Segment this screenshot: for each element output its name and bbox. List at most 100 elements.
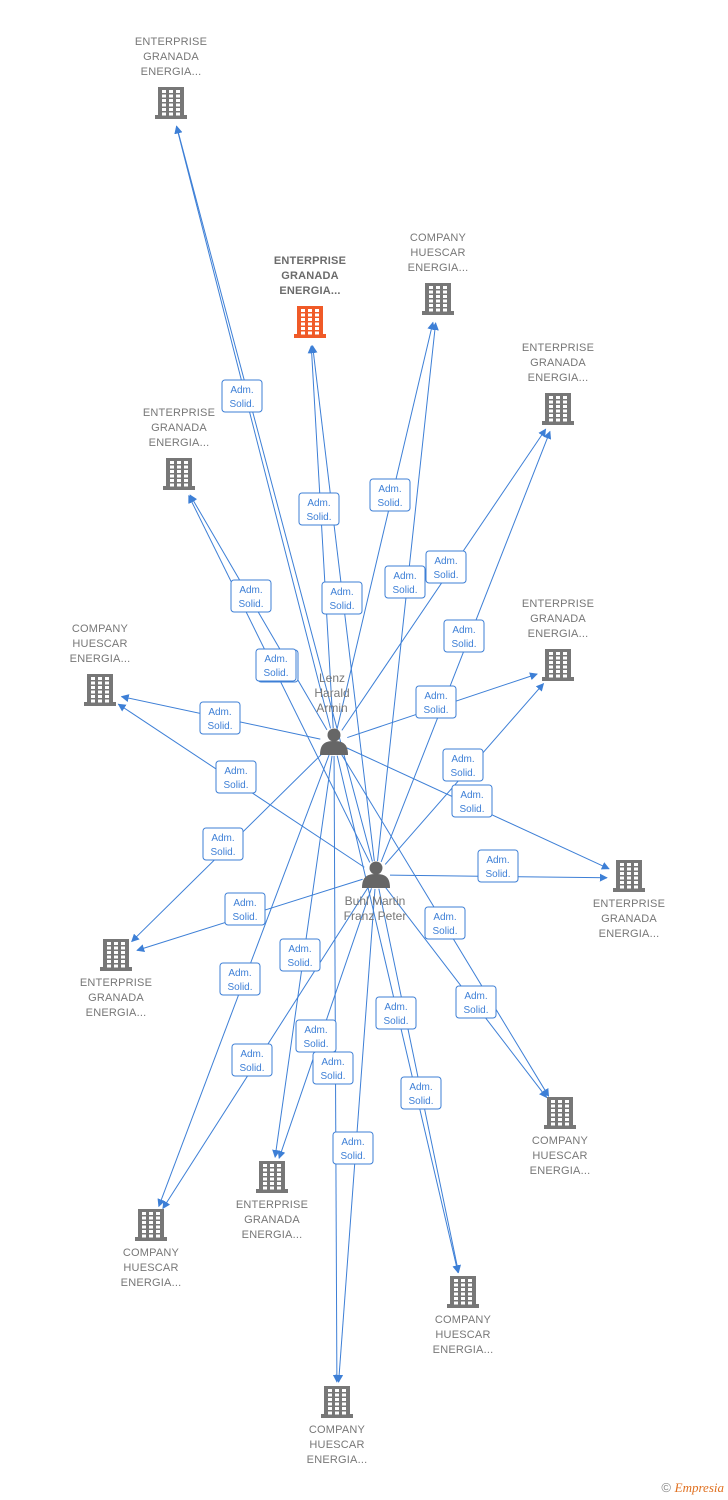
company-building-icon[interactable] [422,283,454,315]
person-icon[interactable] [320,728,348,756]
edge-label-box[interactable] [231,1043,273,1077]
company-label[interactable]: ENTERPRISE [522,342,594,354]
edge-label-box[interactable] [369,478,411,512]
company-node-c14[interactable]: COMPANYHUESCARENERGIA... [307,1386,368,1466]
edge-label-box[interactable] [425,550,467,584]
company-node-c9[interactable]: ENTERPRISE GRANADA ENERGIA... [80,939,152,1019]
edge-label[interactable]: Adm.Solid. [298,492,340,526]
edge-label[interactable]: Adm.Solid. [442,748,484,782]
company-label[interactable]: HUESCAR [123,1262,178,1274]
company-building-icon[interactable] [321,1386,353,1418]
company-label[interactable]: GRANADA [601,913,657,925]
edge-label[interactable]: Adm.Solid. [451,784,493,818]
company-building-icon[interactable] [84,674,116,706]
company-building-icon[interactable] [135,1209,167,1241]
edge-label[interactable]: Adm.Solid. [255,648,297,682]
company-label[interactable]: ENTERPRISE [80,977,152,989]
edge-label[interactable]: Adm.Solid. [215,760,257,794]
company-label[interactable]: ENTERPRISE [135,36,207,48]
company-label[interactable]: GRANADA [530,357,586,369]
edge-label[interactable]: Adm.Solid. [224,892,266,926]
company-label[interactable]: GRANADA [88,992,144,1004]
edge-label-box[interactable] [451,784,493,818]
edge-label-box[interactable] [224,892,266,926]
company-node-c12[interactable]: COMPANYHUESCARENERGIA... [121,1209,182,1289]
company-label[interactable]: GRANADA [151,422,207,434]
company-node-c2[interactable]: ENTERPRISEGRANADAENERGIA... [274,255,346,338]
edge-label-box[interactable] [279,938,321,972]
edge-label[interactable]: Adm.Solid. [400,1076,442,1110]
company-label[interactable]: COMPANY [123,1247,180,1259]
edge-label[interactable]: Adm.Solid. [295,1019,337,1053]
company-building-icon[interactable] [163,458,195,490]
edge-label[interactable]: Adm.Solid. [455,985,497,1019]
edge-label[interactable]: Adm.Solid. [425,550,467,584]
company-label[interactable]: COMPANY [532,1135,589,1147]
edge-label[interactable]: Adm.Solid. [321,581,363,615]
company-label[interactable]: HUESCAR [532,1150,587,1162]
company-node-c13[interactable]: COMPANYHUESCARENERGIA... [433,1276,494,1356]
company-node-c4[interactable]: ENTERPRISEGRANADAENERGIA... [143,407,215,490]
company-label[interactable]: HUESCAR [72,638,127,650]
company-label[interactable]: COMPANY [72,623,129,635]
edge-label[interactable]: Adm.Solid. [332,1131,374,1165]
edge-label-box[interactable] [230,579,272,613]
company-label[interactable]: ENTERPRISE [236,1199,308,1211]
person-label[interactable]: Harald [314,686,349,700]
edge-label[interactable]: Adm.Solid. [369,478,411,512]
company-label[interactable]: HUESCAR [309,1439,364,1451]
person-label[interactable]: Buhl Martin [345,894,406,908]
edge-label[interactable]: Adm.Solid. [230,579,272,613]
edge-label[interactable]: Adm.Solid. [231,1043,273,1077]
company-label[interactable]: ENERGIA... [408,262,469,274]
edge-label-box[interactable] [415,685,457,719]
company-label[interactable]: COMPANY [410,232,467,244]
edge-label[interactable]: Adm.Solid. [384,565,426,599]
edge-label-box[interactable] [400,1076,442,1110]
company-node-c6[interactable]: ENTERPRISEGRANADAENERGIA... [522,598,594,681]
company-building-icon[interactable] [544,1097,576,1129]
edge-label-box[interactable] [221,379,263,413]
person-icon[interactable] [362,861,390,889]
company-node-c8[interactable]: ENTERPRISEGRANADAENERGIA... [593,860,665,940]
edge-label-box[interactable] [384,565,426,599]
company-label[interactable]: ENERGIA... [528,628,589,640]
edge-label-box[interactable] [443,619,485,653]
empresia-logo[interactable]: Empresia [674,1480,724,1495]
person-label[interactable]: Armin [316,701,347,715]
company-label[interactable]: GRANADA [281,270,339,282]
company-node-c3[interactable]: COMPANY HUESCAR ENERGIA... [408,232,469,315]
company-label[interactable]: ENERGIA... [86,1007,147,1019]
company-building-icon[interactable] [542,649,574,681]
company-label[interactable]: GRANADA [244,1214,300,1226]
edge-label-box[interactable] [477,849,519,883]
company-label[interactable]: ENERGIA... [528,372,589,384]
edge-label[interactable]: Adm.Solid. [219,962,261,996]
edge-label[interactable]: Adm.Solid. [477,849,519,883]
edge-label-box[interactable] [424,906,466,940]
edge-label[interactable]: Adm.Solid. [202,827,244,861]
company-building-icon[interactable] [542,393,574,425]
edge-label-box[interactable] [321,581,363,615]
company-label[interactable]: ENERGIA... [279,285,340,297]
company-building-icon[interactable] [447,1276,479,1308]
main-company-building-icon[interactable] [294,306,326,338]
person-label[interactable]: Franz Peter [344,909,407,923]
company-node-c5[interactable]: ENTERPRISE GRANADA ENERGIA... [522,342,594,425]
company-label[interactable]: GRANADA [143,51,199,63]
company-label[interactable]: COMPANY [435,1314,492,1326]
edge-label[interactable]: Adm.Solid. [199,701,241,735]
edge-label-box[interactable] [215,760,257,794]
company-label[interactable]: HUESCAR [435,1329,490,1341]
edge-label-box[interactable] [375,996,417,1030]
company-building-icon[interactable] [613,860,645,892]
edge-label-box[interactable] [219,962,261,996]
company-label[interactable]: HUESCAR [410,247,465,259]
company-building-icon[interactable] [256,1161,288,1193]
edge-label[interactable]: Adm.Solid. [221,379,263,413]
company-label[interactable]: COMPANY [309,1424,366,1436]
company-node-c1[interactable]: ENTERPRISEGRANADAENERGIA... [135,36,207,119]
company-building-icon[interactable] [100,939,132,971]
